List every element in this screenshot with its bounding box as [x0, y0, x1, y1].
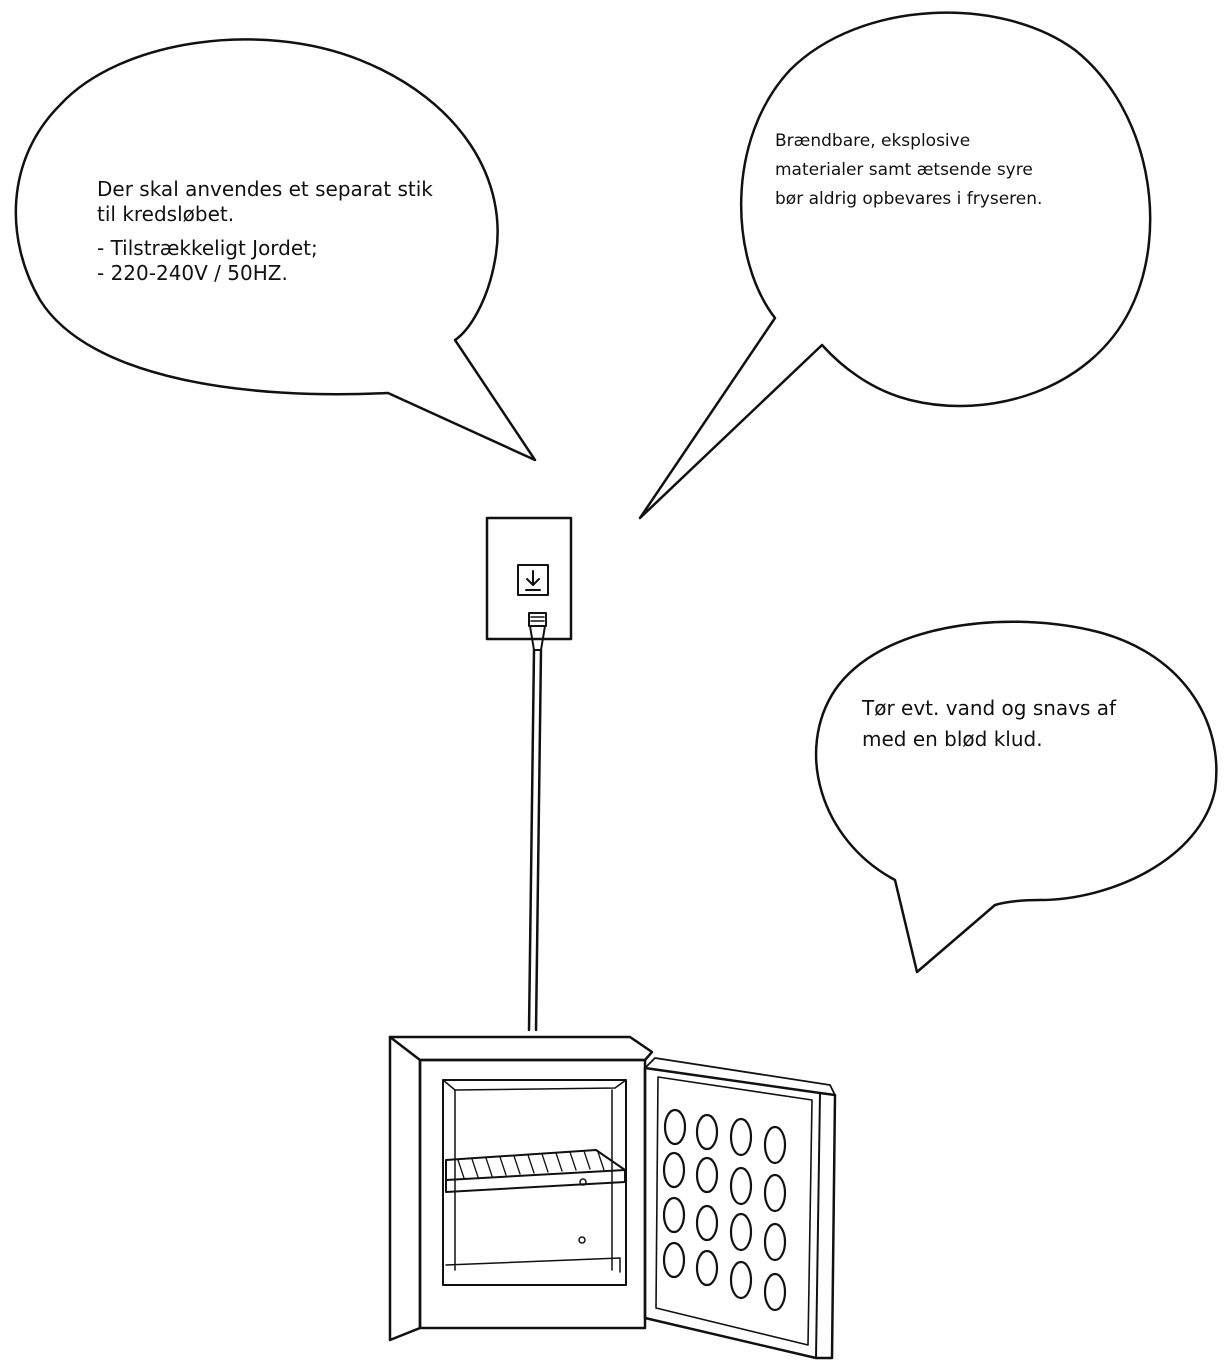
hazardous-materials-warning: Brændbare, eksplosive materialer samt æt…: [775, 131, 1043, 209]
door-egg-holders: [662, 1108, 787, 1312]
speech-bubble-cleaning: [814, 620, 1218, 974]
outlet-requirements-main: Der skal anvendes et separat stik til kr…: [97, 177, 433, 226]
cleaning-text: Tør evt. vand og snavs af med en blød kl…: [862, 693, 1142, 755]
power-cord: [527, 648, 543, 1032]
outlet-requirement-grounded: - Tilstrækkeligt Jordet;: [97, 236, 318, 260]
outlet-requirement-voltage: - 220-240V / 50HZ.: [97, 261, 288, 285]
speech-bubble-outlet: [14, 38, 537, 462]
outlet-requirements-text: Der skal anvendes et separat stik til kr…: [97, 177, 437, 286]
speech-bubble-hazard: [638, 11, 1152, 520]
plug-icon: [528, 612, 547, 651]
cleaning-instruction: Tør evt. vand og snavs af med en blød kl…: [862, 696, 1117, 751]
wall-outlet-icon: [485, 516, 573, 641]
mini-freezer-illustration: [388, 1035, 837, 1360]
hazardous-materials-text: Brændbare, eksplosive materialer samt æt…: [775, 127, 1055, 214]
